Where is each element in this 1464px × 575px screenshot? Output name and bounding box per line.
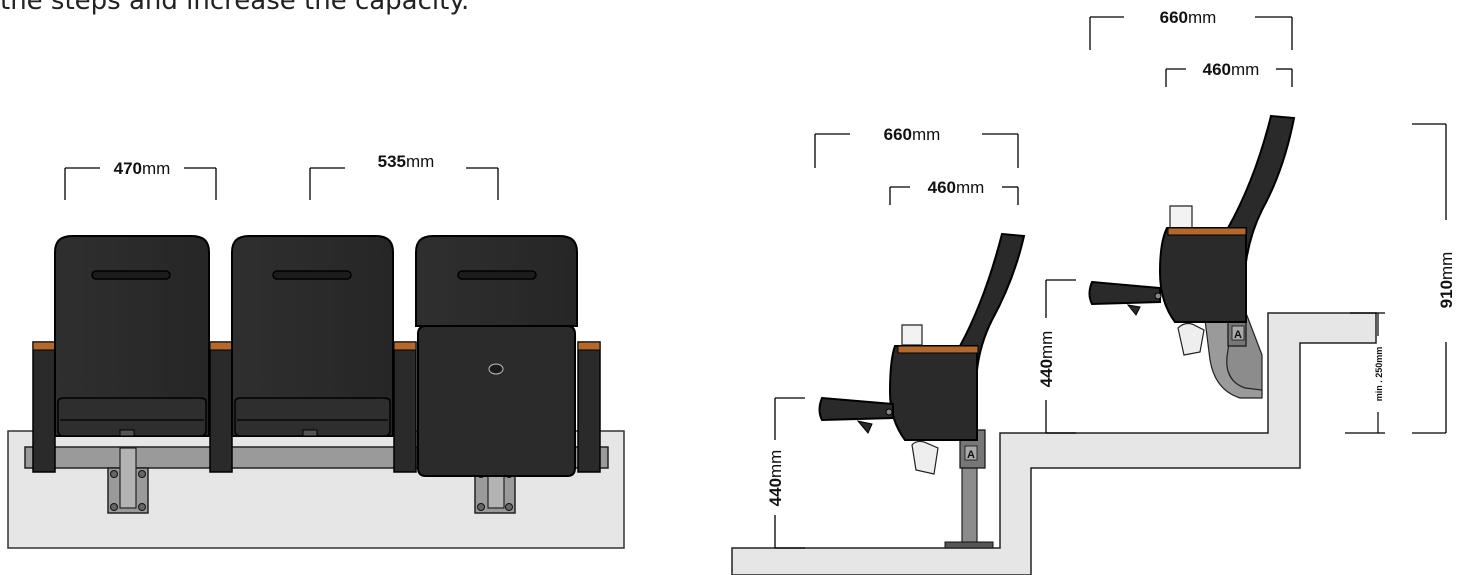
side-view: A A bbox=[731, 8, 1456, 575]
dim-lower-660: 660mm bbox=[814, 125, 1019, 168]
svg-text:470mm: 470mm bbox=[114, 159, 171, 178]
svg-text:440mm: 440mm bbox=[766, 450, 785, 507]
dim-910: 910mm bbox=[1412, 123, 1456, 434]
min-step-label: min . 250mm bbox=[1374, 347, 1384, 402]
front-seat-1 bbox=[54, 235, 210, 437]
armrests bbox=[32, 341, 601, 473]
dim-470-value: 470 bbox=[114, 159, 142, 178]
dim-535-value: 535 bbox=[378, 152, 406, 171]
side-seat-lower: A bbox=[818, 232, 1026, 549]
row-letter-lower: A bbox=[967, 449, 975, 461]
dim-upper-440: 440mm bbox=[1037, 279, 1076, 434]
front-floor-bracket-left bbox=[107, 447, 149, 514]
front-view: 470mm 535mm bbox=[7, 152, 625, 549]
dim-lower-440: 440mm bbox=[766, 397, 805, 549]
svg-text:460mm: 460mm bbox=[1203, 60, 1260, 79]
front-seat-2 bbox=[231, 235, 394, 437]
dim-535: 535mm bbox=[309, 152, 499, 200]
row-letter-upper: A bbox=[1234, 329, 1242, 341]
svg-text:660mm: 660mm bbox=[1160, 8, 1217, 27]
dim-470: 470mm bbox=[64, 159, 217, 200]
svg-text:440mm: 440mm bbox=[1037, 331, 1056, 388]
side-seat-upper: A bbox=[1088, 114, 1296, 399]
svg-text:460mm: 460mm bbox=[928, 178, 985, 197]
intro-text: the steps and increase the capacity. bbox=[0, 0, 470, 16]
dim-min-250: min . 250mm bbox=[1345, 312, 1385, 434]
svg-text:910mm: 910mm bbox=[1437, 252, 1456, 309]
front-seat-3-folded bbox=[415, 235, 578, 477]
svg-text:660mm: 660mm bbox=[884, 125, 941, 144]
dim-470-unit: mm bbox=[142, 159, 170, 178]
dim-upper-460: 460mm bbox=[1165, 60, 1293, 87]
dim-upper-660: 660mm bbox=[1089, 8, 1293, 50]
svg-text:535mm: 535mm bbox=[378, 152, 435, 171]
dim-lower-460: 460mm bbox=[889, 178, 1019, 205]
dim-535-unit: mm bbox=[406, 152, 434, 171]
